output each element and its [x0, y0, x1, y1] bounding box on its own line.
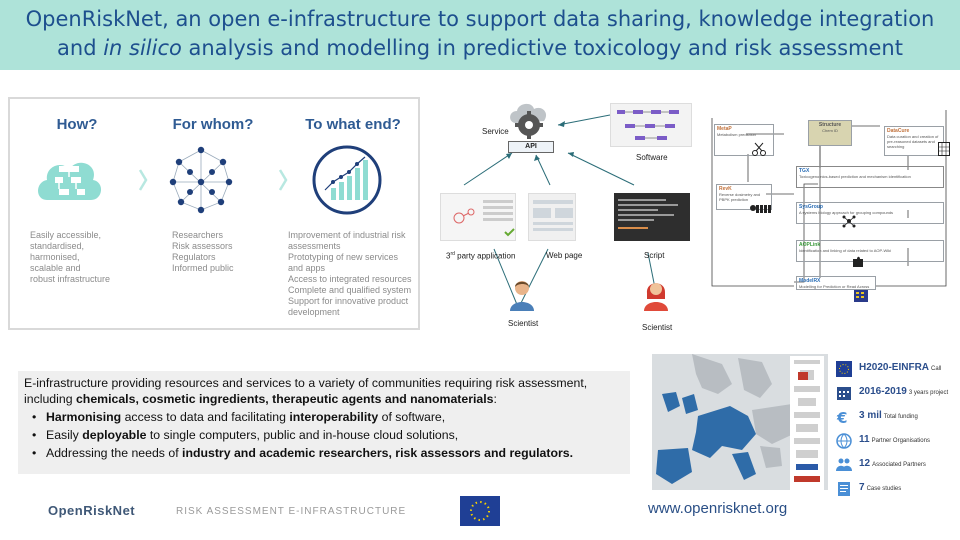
webpage-icon [533, 200, 573, 231]
calendar-icon [837, 387, 851, 400]
api-box: API [508, 141, 554, 153]
summary-box: E-infrastructure providing resources and… [18, 371, 630, 474]
euro-icon: € [836, 409, 847, 425]
network-people-icon [169, 146, 233, 214]
title-banner: OpenRiskNet, an open e-infrastructure to… [0, 0, 960, 70]
document-icon [838, 482, 850, 496]
bullet-needs: Addressing the needs of industry and aca… [32, 444, 573, 462]
third-party-app-screenshot [440, 193, 516, 241]
bullet-harmonising: Harmonising access to data and facilitat… [32, 408, 573, 426]
software-screenshot [610, 103, 692, 147]
people-icon [836, 458, 852, 471]
script-screenshot [614, 193, 690, 241]
title-line-1: OpenRiskNet, an open e-infrastructure to… [25, 7, 935, 31]
bullet-deployable: Easily deployable to single computers, p… [32, 426, 573, 444]
title-line-2: and in silico analysis and modelling in … [57, 36, 903, 60]
scientist-label: Scientist [508, 319, 539, 328]
website-link[interactable]: www.openrisknet.org [648, 500, 788, 517]
column-heading: For whom? [172, 116, 254, 133]
growth-chart-icon [312, 145, 382, 215]
europe-map-icon [652, 354, 828, 490]
spreadsheet-icon [938, 142, 950, 156]
scissors-icon [752, 142, 766, 156]
partner-logos-icon [794, 360, 820, 482]
column-heading: How? [56, 116, 98, 133]
partner-logos [790, 356, 824, 492]
scientist-female-icon [644, 283, 668, 311]
brand-name: OpenRiskNet [48, 503, 136, 518]
web-page-screenshot [528, 193, 576, 241]
workflow-cloud-icon [38, 162, 102, 200]
column-description: Easily accessible,standardised, harmonis… [30, 230, 111, 284]
eu-flag-icon [836, 361, 852, 377]
flowchart-connectors [711, 110, 947, 287]
architecture-diagram: Service API Software 3rd party applicati… [438, 97, 700, 335]
cloud-gear-icon [510, 103, 547, 139]
third-party-application-label: 3rd party application [446, 251, 516, 261]
eu-stars-icon [470, 501, 490, 521]
puzzle-icon [853, 256, 863, 267]
eu-flag [460, 496, 500, 526]
cluster-icon [842, 215, 856, 228]
workflow-diagram-icon [617, 110, 679, 140]
scientist-label: Scientist [642, 323, 673, 332]
lab-animals-icon [750, 205, 771, 213]
scientist-male-icon [510, 281, 534, 311]
service-label: Service [482, 127, 509, 136]
web-page-label: Web page [546, 251, 583, 260]
chevron-right-icon [138, 169, 148, 191]
molecule-viewer-icon [453, 200, 515, 237]
terminal-icon [618, 199, 678, 229]
chevron-right-icon [278, 169, 288, 191]
column-heading: To what end? [305, 116, 401, 133]
overview-panel: How? Easily accessible,standardised, har… [8, 97, 420, 330]
summary-intro: E-infrastructure providing resources and… [24, 376, 588, 406]
globe-icon [836, 433, 852, 449]
software-label: Software [636, 153, 668, 162]
svg-text:€: € [836, 409, 847, 425]
summary-bullets: Harmonising access to data and facilitat… [32, 408, 573, 462]
brand-tagline: RISK ASSESSMENT E-INFRASTRUCTURE [176, 506, 407, 517]
script-label: Script [644, 251, 665, 260]
data-grid-icon [854, 290, 868, 302]
